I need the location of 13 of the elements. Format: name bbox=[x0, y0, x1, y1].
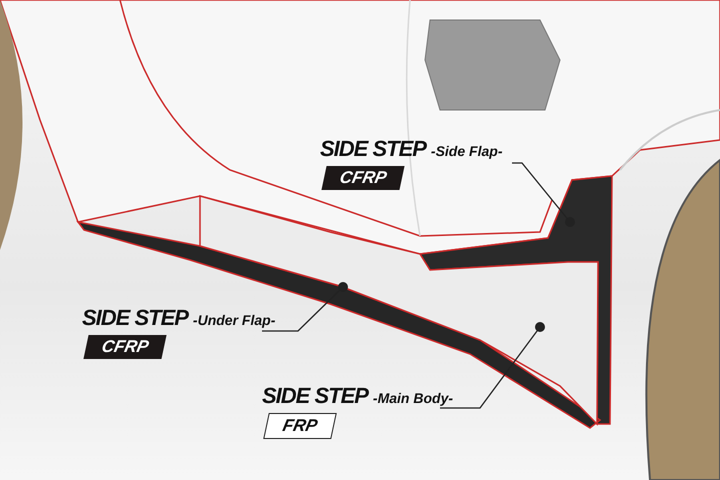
part-name: SIDE STEP bbox=[320, 136, 426, 162]
part-subtitle: -Under Flap- bbox=[192, 312, 276, 328]
leader-line bbox=[262, 282, 348, 332]
part-name: SIDE STEP bbox=[82, 305, 188, 331]
leader-line bbox=[512, 162, 575, 227]
under-flap-part bbox=[76, 220, 602, 429]
leader-line bbox=[440, 322, 545, 409]
material-badge: CFRP bbox=[83, 335, 167, 359]
part-subtitle: -Main Body- bbox=[372, 390, 454, 406]
material-badge: FRP bbox=[263, 413, 337, 439]
material-badge: CFRP bbox=[321, 166, 405, 190]
part-name: SIDE STEP bbox=[262, 383, 368, 409]
part-subtitle: -Side Flap- bbox=[430, 143, 502, 159]
